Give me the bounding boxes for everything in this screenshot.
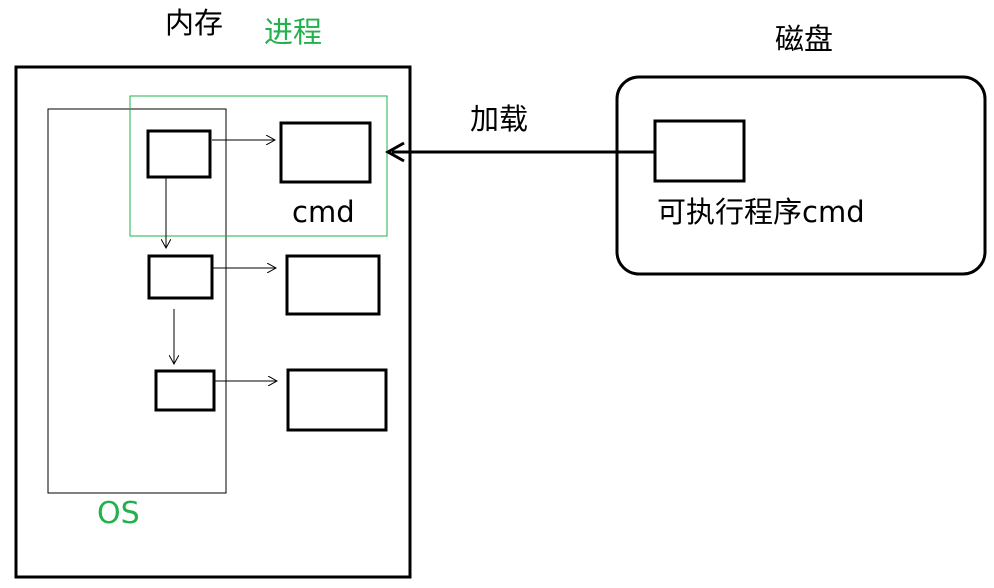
code-block-3 [286,368,388,432]
os-label: OS [97,496,140,531]
memory-title: 内存 [165,6,224,40]
load-label: 加载 [470,102,529,136]
cmd-label: cmd [292,195,355,229]
load-arrow-head [384,141,405,163]
memory-box [14,65,412,579]
pcb-block-2 [147,254,214,300]
disk-title: 磁盘 [775,22,834,56]
executable-program-label: 可执行程序cmd [657,195,865,229]
process-label: 进程 [264,15,323,49]
os-box [47,108,227,494]
executable-box [653,119,746,183]
code-block-cmd [279,121,372,184]
process-box [129,95,388,237]
code-block-2 [285,254,381,316]
pcb-block-3 [154,369,216,412]
pcb-block-1 [146,129,212,179]
disk-box [615,75,987,276]
